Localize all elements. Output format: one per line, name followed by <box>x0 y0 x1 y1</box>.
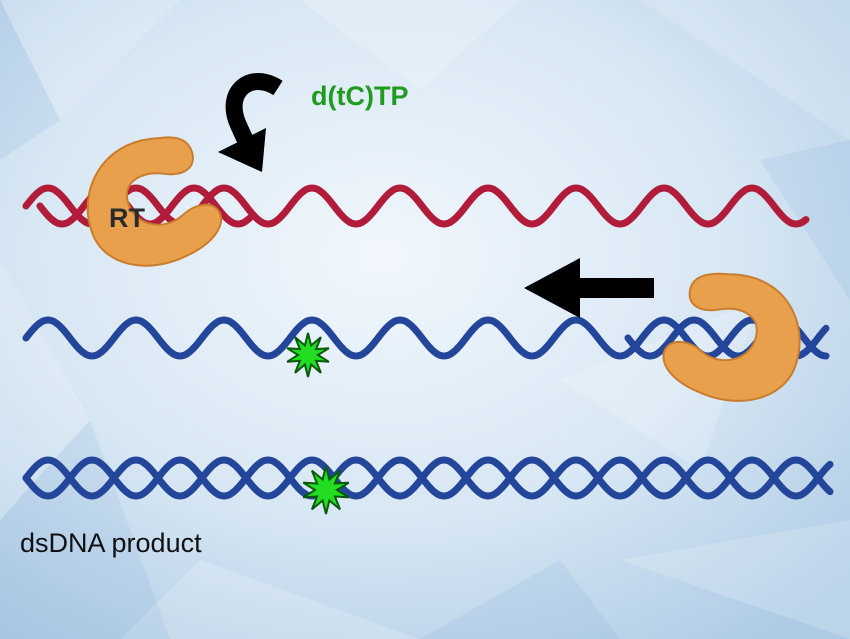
rt-enzyme-right <box>662 272 801 402</box>
rt-enzyme-label: RT <box>109 203 145 233</box>
left-arrow-icon <box>524 258 654 318</box>
dsdna-strand-2 <box>22 456 834 500</box>
star-burst-icon <box>286 332 330 378</box>
curved-arrow-icon <box>218 73 283 172</box>
dsdna-product-helix <box>22 456 834 500</box>
nucleotide-label: d(tC)TP <box>311 81 409 111</box>
product-label: dsDNA product <box>20 528 202 558</box>
rna-strand <box>22 184 810 228</box>
star-burst-icon <box>302 465 350 515</box>
rt-enzyme-body <box>86 136 223 267</box>
rt-enzyme-top <box>86 136 223 267</box>
rt-enzyme-body-2 <box>662 272 801 402</box>
